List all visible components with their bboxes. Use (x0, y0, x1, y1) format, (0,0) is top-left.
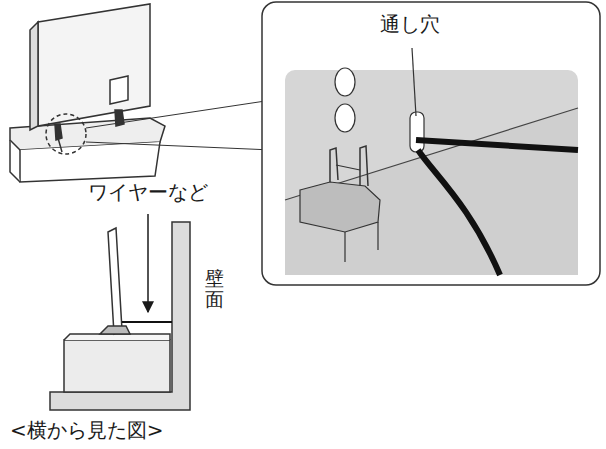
view-caption: <横から見た図> (10, 418, 164, 442)
callout-frame (262, 2, 600, 285)
tv-on-stand (10, 4, 165, 182)
arrow (147, 214, 149, 312)
zoom-lines (86, 100, 272, 150)
wall-label: 壁面 (205, 268, 224, 310)
inset-detail (285, 68, 578, 275)
callout-label: 通し穴 (380, 12, 440, 36)
leader-line (412, 48, 416, 116)
side-view (50, 222, 190, 410)
part-label: ワイヤーなど (88, 180, 208, 204)
inset-ground (285, 70, 578, 275)
zoom-circle (46, 114, 86, 154)
